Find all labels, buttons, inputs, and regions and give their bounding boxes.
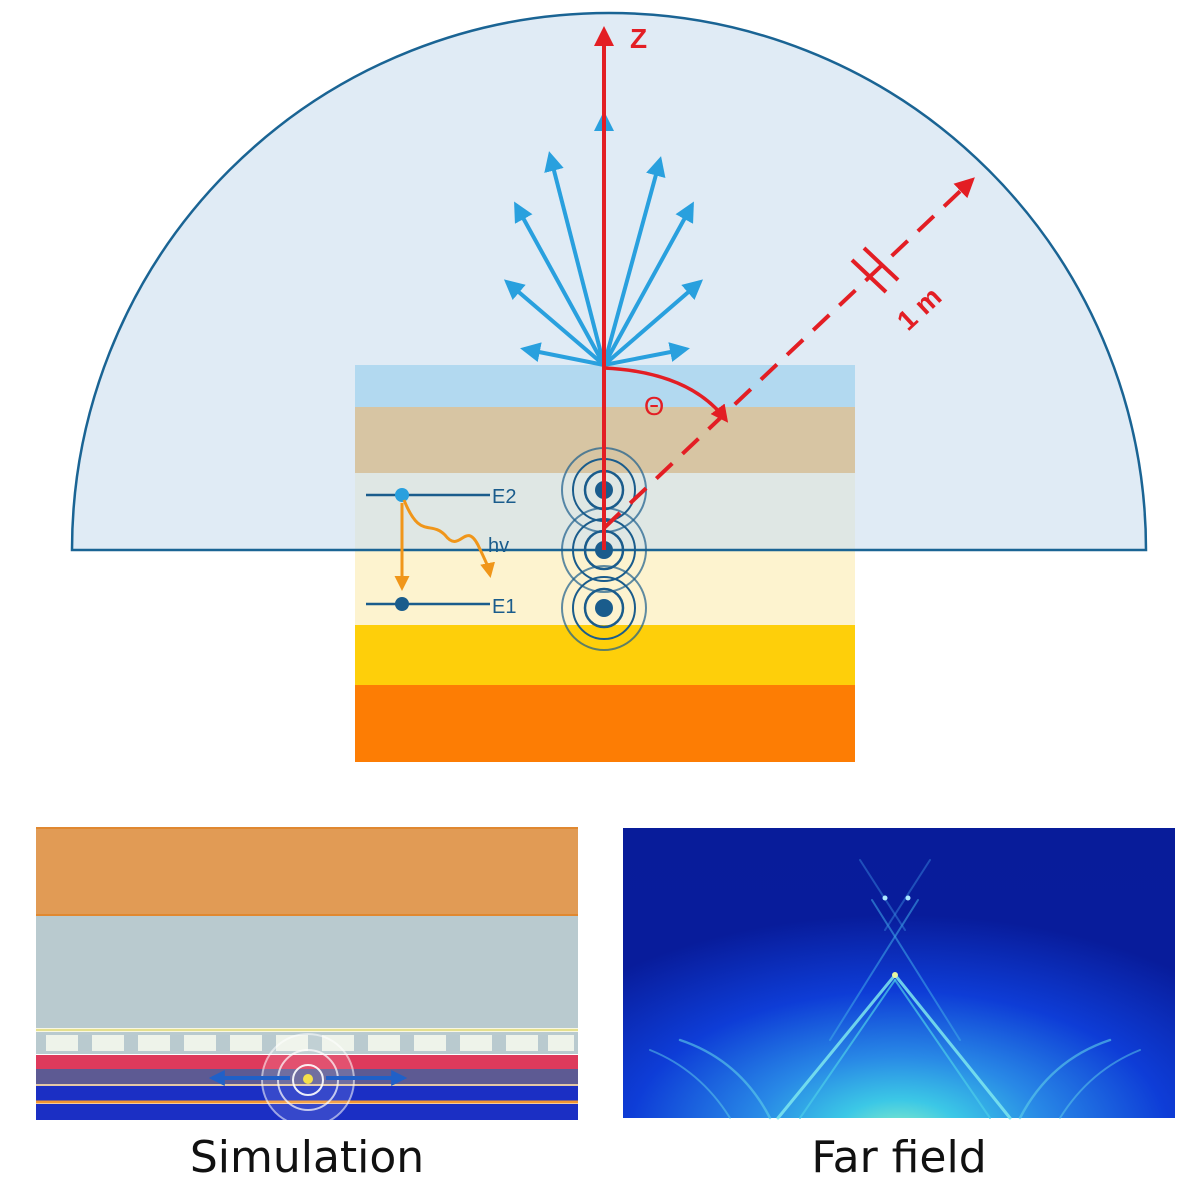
lower-state-dot [395, 597, 409, 611]
photon-label: hv [488, 535, 509, 557]
far-field-beams [649, 859, 1141, 1120]
far-field-hemisphere [70, 11, 1148, 552]
lower-level-label: E1 [492, 596, 516, 618]
dipole-emitters [561, 447, 647, 651]
layer-bottom-orange [355, 685, 855, 762]
z-axis-label: Z [630, 23, 647, 54]
simulation-panel [36, 827, 578, 1127]
observation-direction [602, 177, 975, 530]
photon-wave-arrow [402, 499, 495, 578]
simulation-caption: Simulation [189, 1132, 425, 1183]
far-field-panel [623, 828, 1175, 1120]
break-marker [850, 246, 900, 294]
emitter-bottom [561, 565, 647, 651]
upper-state-dot [395, 488, 409, 502]
energy-level-diagram: E2 E1 hv [366, 486, 516, 618]
theta-arc [603, 366, 729, 423]
far-field-caption: Far field [811, 1132, 987, 1183]
layer-yellow [355, 625, 855, 685]
grating-teeth [46, 1035, 574, 1051]
theta-label: Θ [644, 391, 664, 421]
upper-level-label: E2 [492, 486, 516, 508]
